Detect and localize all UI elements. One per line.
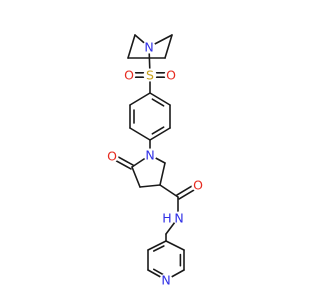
atom-s-sulfonyl: S bbox=[146, 68, 154, 83]
atom-o-sulfonyl-left-backdrop bbox=[122, 68, 136, 82]
atom-n-pyridine: N bbox=[161, 273, 170, 288]
atom-o-lactam-backdrop bbox=[105, 149, 119, 163]
bond-lactam-3 bbox=[139, 184, 161, 188]
atom-o-sulfonyl-left: O bbox=[124, 68, 134, 83]
atom-h-amide-backdrop bbox=[160, 211, 174, 225]
bond-pyridine-1 bbox=[147, 240, 167, 251]
bond-benzene-6 bbox=[129, 92, 151, 106]
atom-o-sulfonyl-right-backdrop bbox=[164, 68, 178, 82]
bond-benzene-4 bbox=[129, 127, 151, 141]
atom-o-amide: O bbox=[193, 178, 203, 193]
atom-n-lactam-backdrop bbox=[143, 148, 157, 162]
bond-pyridine-6 bbox=[165, 240, 185, 251]
atom-n-pyrrolidine: N bbox=[144, 40, 153, 55]
bond-benzene-inner-2 bbox=[151, 126, 165, 135]
atom-s-sulfonyl-backdrop bbox=[143, 68, 157, 82]
atom-h-amide: H bbox=[162, 211, 171, 226]
bond-pyrrolidine-2 bbox=[127, 34, 136, 59]
atom-n-amide: N bbox=[174, 211, 183, 226]
bond-pyrrolidine-4 bbox=[164, 34, 173, 59]
bond-benzene-1 bbox=[149, 92, 171, 106]
bond-pyridine-inner-2 bbox=[152, 268, 165, 276]
atom-n-lactam: N bbox=[145, 148, 154, 163]
bond-lactam-2 bbox=[131, 166, 141, 188]
bond-benzene-3 bbox=[149, 127, 171, 141]
atom-o-sulfonyl-right: O bbox=[166, 68, 176, 83]
atom-n-pyrrolidine-backdrop bbox=[142, 40, 156, 54]
bond-pyridine-inner-1 bbox=[152, 245, 165, 252]
atom-n-pyridine-backdrop bbox=[159, 273, 173, 287]
bond-benzene-inner-1 bbox=[151, 98, 165, 107]
atom-n-amide-backdrop bbox=[172, 211, 186, 225]
atom-o-amide-backdrop bbox=[191, 178, 205, 192]
bond-lactam-4 bbox=[159, 162, 166, 186]
atom-o-lactam: O bbox=[107, 149, 117, 164]
bond-ring-amide bbox=[159, 184, 179, 198]
